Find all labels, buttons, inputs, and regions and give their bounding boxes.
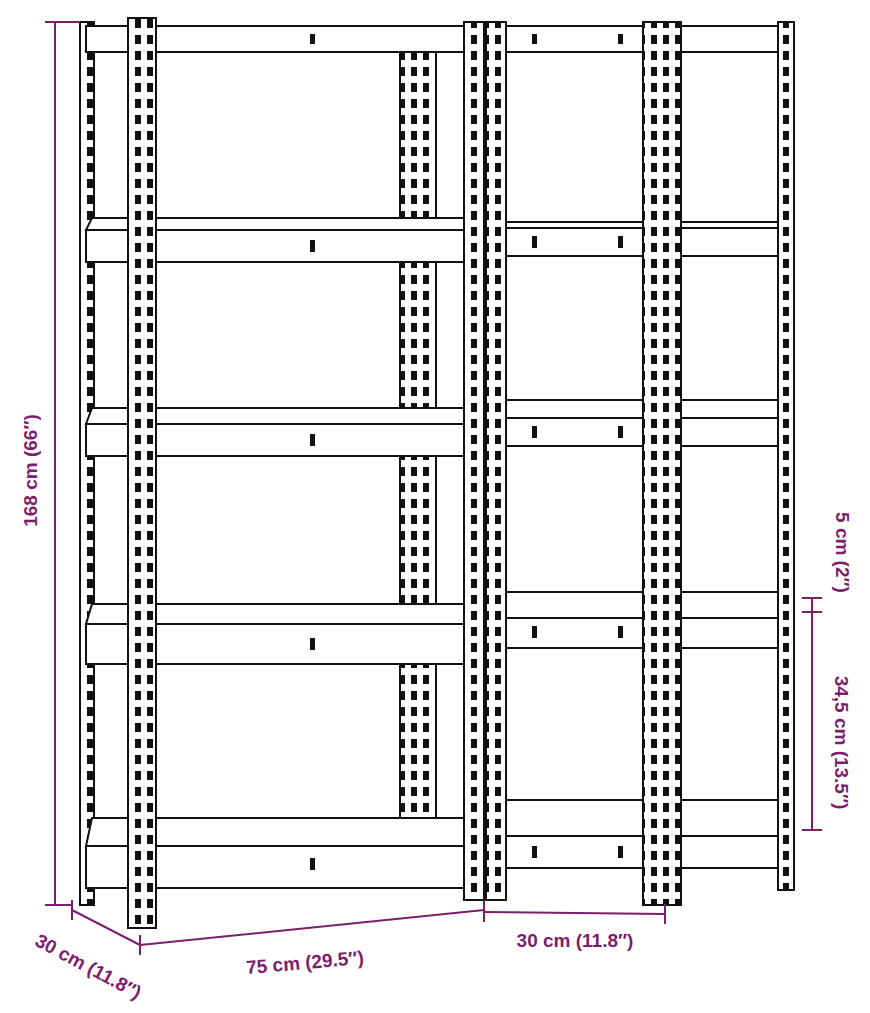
clip	[310, 240, 315, 252]
clip	[618, 846, 623, 858]
post	[643, 22, 681, 905]
clip	[532, 426, 537, 438]
clip	[310, 858, 315, 870]
shelf-top	[505, 592, 778, 618]
tick	[802, 829, 822, 831]
post	[486, 22, 506, 900]
dimension-label: 34,5 cm (13.5″)	[831, 673, 852, 811]
dimension-line	[72, 910, 140, 945]
shelf-lip	[505, 836, 778, 868]
dimension-label: 75 cm (29.5″)	[243, 946, 366, 978]
tick	[664, 904, 666, 924]
dimension-lines	[45, 22, 822, 955]
clip	[618, 236, 623, 248]
shelf-top	[505, 800, 778, 836]
post	[778, 22, 794, 890]
clip	[532, 846, 537, 858]
clip	[532, 626, 537, 638]
post	[80, 22, 94, 905]
dimension-line	[54, 22, 56, 905]
tick	[45, 904, 72, 906]
dimension-line	[484, 912, 665, 914]
dimension-label: 30 cm (11.8″)	[515, 930, 636, 951]
clip	[532, 236, 537, 248]
right-shelves	[505, 26, 778, 868]
tick	[483, 900, 485, 922]
shelf-lip	[505, 26, 778, 52]
clip	[532, 34, 537, 44]
tick	[802, 597, 822, 599]
clip	[310, 638, 315, 650]
shelf-lip	[505, 418, 778, 446]
dimension-line	[140, 910, 484, 945]
shelf-lip	[505, 618, 778, 648]
dimension-line	[811, 598, 813, 830]
clip	[618, 34, 623, 44]
dimension-label: 5 cm (2″)	[831, 510, 852, 595]
post	[400, 50, 436, 880]
tick	[802, 611, 822, 613]
dimension-label: 168 cm (66″)	[20, 412, 41, 529]
clip	[310, 34, 315, 44]
shelf-lip	[505, 228, 778, 256]
clip	[310, 434, 315, 446]
post	[464, 22, 484, 900]
tick	[71, 900, 73, 920]
clip	[618, 626, 623, 638]
shelf-top	[505, 400, 778, 418]
clip	[618, 426, 623, 438]
front-posts	[128, 18, 794, 928]
tick	[45, 21, 80, 23]
post	[128, 18, 156, 928]
